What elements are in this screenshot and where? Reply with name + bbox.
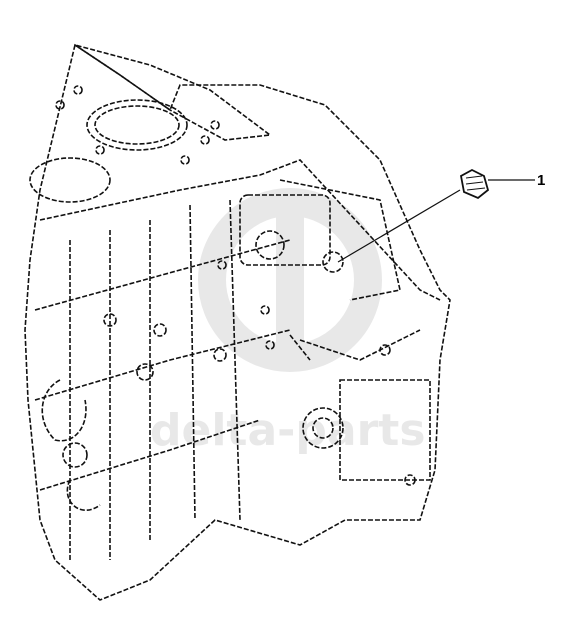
- plug-part: [459, 168, 490, 200]
- callout-label: 1: [537, 172, 545, 189]
- watermark: delta-parts: [150, 188, 426, 456]
- callout-leader-part: [337, 189, 461, 263]
- watermark-text: delta-parts: [150, 405, 426, 456]
- callout-1: 1: [337, 168, 545, 263]
- engine-block: [24, 43, 451, 601]
- watermark-logo: [198, 188, 382, 372]
